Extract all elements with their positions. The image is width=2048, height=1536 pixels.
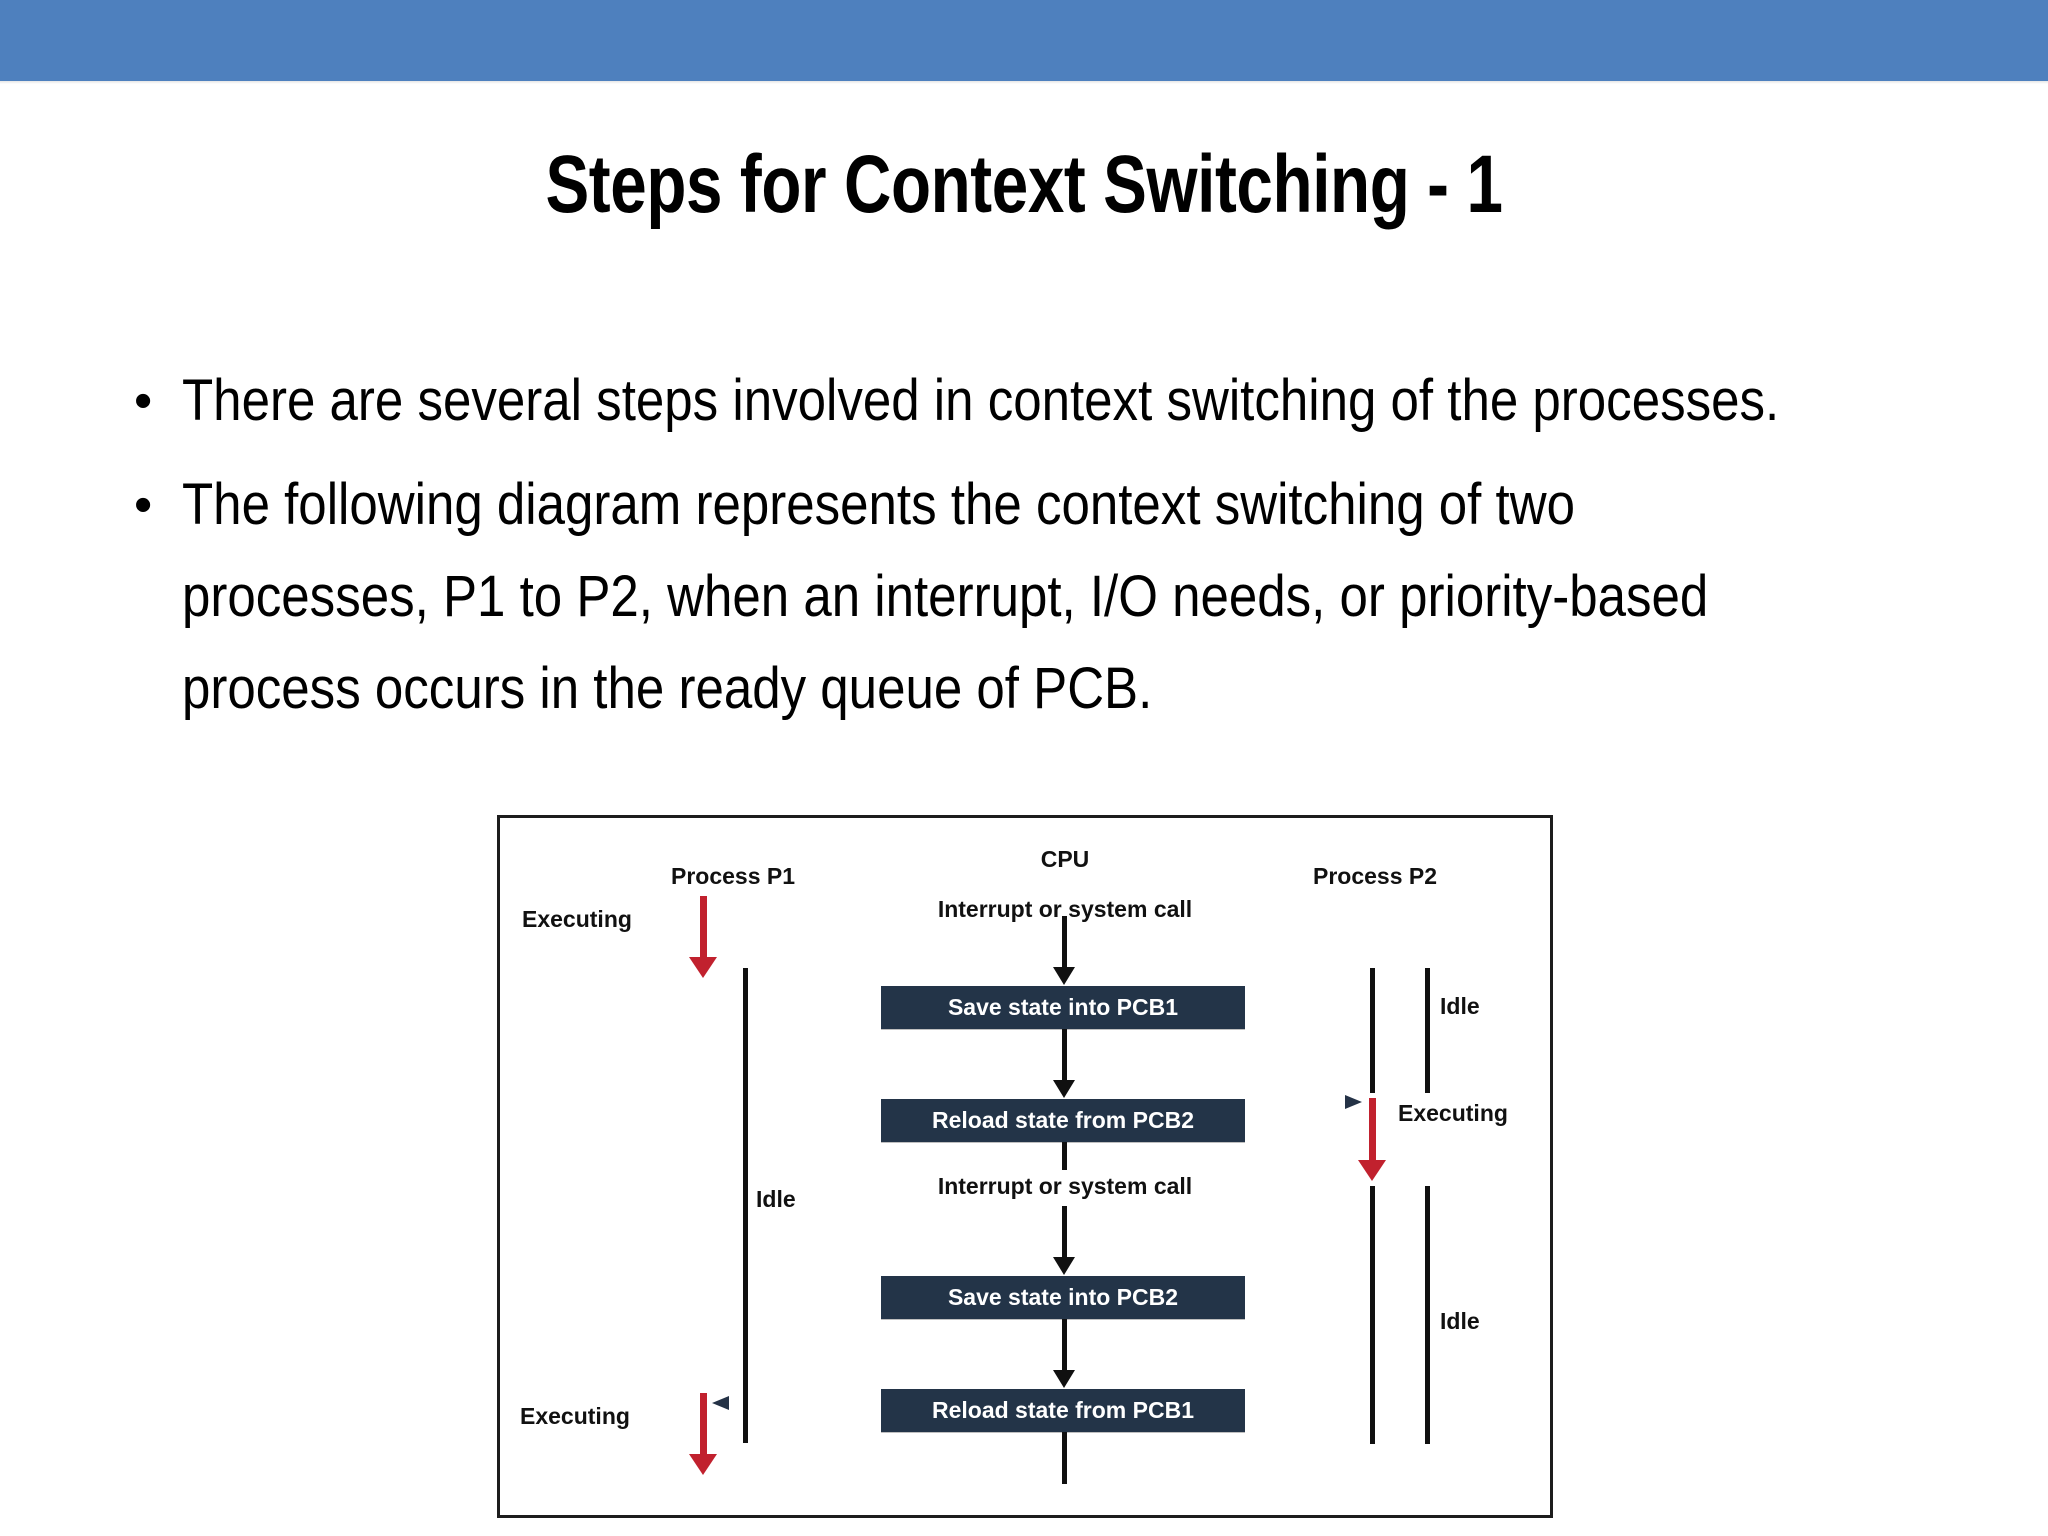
cpu-step-box-4: Reload state from PCB1 [881,1389,1245,1432]
p2-lifeline-lower [1370,1186,1375,1444]
header-accent-band [0,0,2048,81]
cpu-connector-2b [1053,1206,1075,1275]
page-title: Steps for Context Switching - 1 [545,139,1503,230]
cpu-step-box-1: Save state into PCB1 [881,986,1245,1029]
list-item: • The following diagram represents the c… [118,459,2018,735]
p2-enter-chevron-icon [1345,1095,1362,1109]
header-band-shadow [0,81,2048,84]
diagram-p1-state-executing-bottom: Executing [520,1403,630,1429]
diagram-p2-state-executing: Executing [1398,1100,1508,1126]
p1-return-chevron-icon [712,1396,729,1410]
diagram-p1-state-executing-top: Executing [522,906,632,932]
diagram-label-process-p1: Process P1 [670,863,796,889]
cpu-connector-1 [1053,1029,1075,1098]
p2-idle-lifeline-2 [1425,1186,1430,1444]
list-item: • There are several steps involved in co… [118,355,2018,447]
cpu-step-box-2: Reload state from PCB2 [881,1099,1245,1142]
p2-idle-lifeline-1 [1425,968,1430,1093]
p2-executing-arrow [1358,1098,1386,1181]
diagram-label-process-p2: Process P2 [1312,863,1438,889]
p1-executing-arrow-bottom [689,1393,717,1475]
cpu-connector-3 [1053,1319,1075,1388]
diagram-p2-state-idle-bottom: Idle [1440,1308,1480,1334]
p1-lifeline [743,968,748,1443]
bullet-marker-icon: • [134,372,153,430]
p2-lifeline-upper [1370,968,1375,1093]
cpu-connector-4 [1062,1432,1067,1484]
context-switching-diagram: Process P1 CPU Process P2 Interrupt or s… [497,815,1553,1518]
bullet-marker-icon: • [134,476,153,534]
bullet-list: • There are several steps involved in co… [118,355,2018,747]
bullet-text-2: The following diagram represents the con… [182,472,1709,721]
diagram-trigger-2: Interrupt or system call [937,1173,1193,1199]
p1-executing-arrow-top [689,896,717,978]
diagram-p1-state-idle: Idle [756,1186,796,1212]
cpu-connector-2a [1062,1142,1067,1170]
cpu-step-box-3: Save state into PCB2 [881,1276,1245,1319]
diagram-p2-state-idle-top: Idle [1440,993,1480,1019]
bullet-text-1: There are several steps involved in cont… [182,368,1780,433]
cpu-connector-0 [1053,916,1075,985]
diagram-label-cpu: CPU [1040,846,1090,872]
